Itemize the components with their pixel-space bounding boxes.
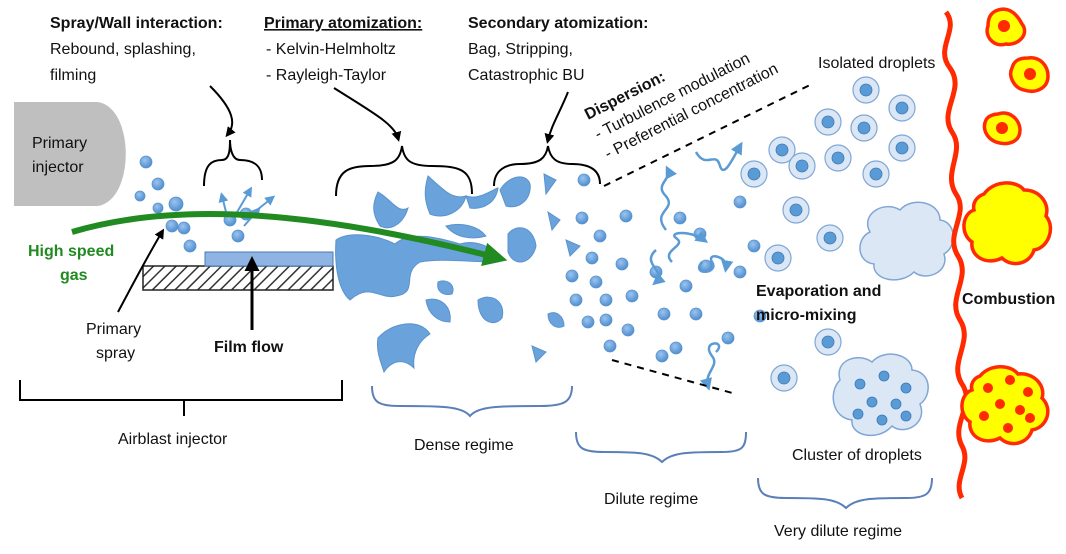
dense-brace bbox=[371, 385, 573, 418]
spray-wall-title: Spray/Wall interaction: bbox=[50, 15, 223, 32]
top-braces bbox=[203, 139, 601, 197]
primary-injector-label-1: Primary bbox=[32, 135, 87, 152]
primary-injector-label-2: injector bbox=[32, 159, 84, 176]
leader-lines bbox=[117, 85, 569, 313]
dense-liquid-core bbox=[335, 173, 581, 374]
airblast-injector-label: Airblast injector bbox=[118, 431, 228, 448]
very-dilute-brace bbox=[757, 477, 933, 510]
high-speed-gas-label-1: High speed bbox=[28, 243, 114, 260]
film-flow-label: Film flow bbox=[214, 339, 284, 356]
dispersion-label-group: Dispersion: - Turbulence modulation - Pr… bbox=[582, 50, 781, 163]
droplet-cluster bbox=[832, 353, 929, 437]
primary-atomization-line-2: - Rayleigh-Taylor bbox=[266, 67, 387, 84]
high-speed-gas-label-2: gas bbox=[60, 267, 88, 284]
secondary-atomization-line-1: Bag, Stripping, bbox=[468, 41, 573, 58]
evaporation-label-2: micro-mixing bbox=[756, 307, 856, 324]
combustion-label: Combustion bbox=[962, 291, 1055, 308]
dilute-regime-label: Dilute regime bbox=[604, 491, 698, 508]
dilute-droplets bbox=[565, 173, 767, 363]
burning-droplet-cores bbox=[979, 20, 1036, 433]
primary-atomization-title: Primary atomization: bbox=[264, 15, 422, 32]
spray-wall-line-2: filming bbox=[50, 67, 96, 84]
dilute-brace bbox=[575, 431, 747, 464]
dispersion-lower-line bbox=[611, 359, 737, 395]
evaporating-droplets bbox=[740, 76, 916, 392]
dense-regime-label: Dense regime bbox=[414, 437, 514, 454]
primary-spray-drops bbox=[134, 155, 253, 253]
vapor-cloud bbox=[859, 201, 954, 281]
airblast-brace bbox=[19, 380, 343, 416]
primary-spray-label-1: Primary bbox=[86, 321, 141, 338]
primary-injector-shape bbox=[14, 102, 126, 206]
turbulence-eddies bbox=[649, 141, 743, 391]
flame-front bbox=[942, 10, 969, 500]
secondary-atomization-title: Secondary atomization: bbox=[468, 15, 648, 32]
primary-atomization-line-1: - Kelvin-Helmholtz bbox=[266, 41, 396, 58]
primary-spray-label-2: spray bbox=[96, 345, 135, 362]
liquid-film bbox=[204, 251, 334, 267]
very-dilute-regime-label: Very dilute regime bbox=[774, 523, 902, 540]
evaporation-label-1: Evaporation and bbox=[756, 283, 881, 300]
high-speed-gas-arrow bbox=[71, 211, 508, 267]
secondary-atomization-line-2: Catastrophic BU bbox=[468, 67, 585, 84]
injector-wall bbox=[142, 265, 334, 291]
spray-wall-line-1: Rebound, splashing, bbox=[50, 41, 196, 58]
cluster-label: Cluster of droplets bbox=[792, 447, 922, 464]
isolated-droplets-label: Isolated droplets bbox=[818, 55, 935, 72]
